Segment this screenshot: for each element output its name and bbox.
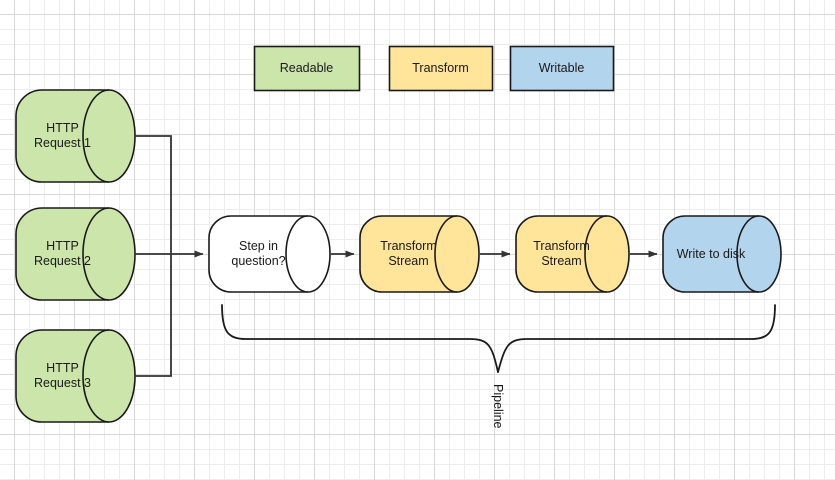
pipeline-stage-step-in-question bbox=[208, 215, 331, 293]
source-cylinder-3 bbox=[15, 329, 136, 423]
pipeline-brace-label: Pipeline bbox=[491, 384, 505, 429]
connector-request1 bbox=[135, 135, 172, 254]
legend-swatch-readable bbox=[253, 45, 361, 92]
legend-group bbox=[253, 45, 615, 92]
pipeline-brace bbox=[221, 304, 776, 373]
source-cylinder-1 bbox=[15, 89, 136, 183]
pipeline-stage-transform-2 bbox=[515, 215, 630, 293]
pipeline-stage-transform-1 bbox=[359, 215, 480, 293]
legend-swatch-writable bbox=[509, 45, 615, 92]
connector-request3 bbox=[135, 254, 172, 377]
pipeline-stage-write-to-disk bbox=[662, 215, 782, 293]
source-cylinder-2 bbox=[15, 207, 136, 301]
legend-swatch-transform bbox=[388, 45, 494, 92]
source-connectors bbox=[135, 135, 204, 377]
